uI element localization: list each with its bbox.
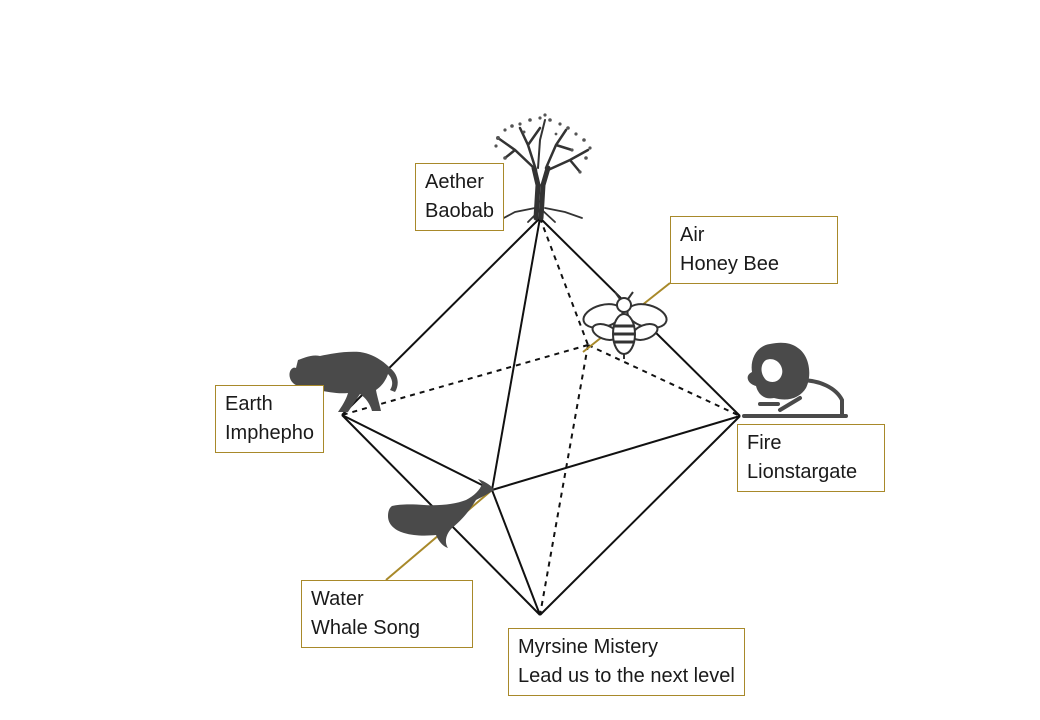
water-label: Water Whale Song [301, 580, 473, 648]
edge-top-back [539, 217, 589, 346]
aether-element-name: Aether [425, 171, 484, 193]
myrsine-title: Myrsine Mistery [518, 636, 659, 658]
edge-fire-front [491, 415, 741, 491]
fire-symbol-name: Lionstargate [747, 461, 858, 483]
hidden-edges [341, 217, 741, 616]
earth-symbol-name: Imphepho [225, 422, 314, 444]
aether-symbol-name: Baobab [425, 200, 494, 222]
air-label: Air Honey Bee [670, 216, 838, 284]
edge-top-front [491, 217, 541, 491]
edge-back-earth [341, 344, 589, 416]
aether-label: Aether Baobab [415, 163, 504, 231]
lion-icon [742, 342, 848, 418]
water-symbol-name: Whale Song [311, 617, 420, 639]
myrsine-subtitle: Lead us to the next level [518, 665, 735, 687]
edge-fire-bottom [539, 415, 741, 616]
air-symbol-name: Honey Bee [680, 253, 779, 275]
fire-element-name: Fire [747, 432, 782, 454]
edge-back-fire [587, 344, 741, 417]
earth-label: Earth Imphepho [215, 385, 324, 453]
edge-front-bottom [491, 489, 541, 616]
earth-element-name: Earth [225, 393, 273, 415]
honey-bee-icon [582, 291, 668, 359]
baobab-tree-icon [494, 113, 592, 223]
water-element-name: Water [311, 588, 364, 610]
edge-earth-front [341, 414, 493, 491]
fire-label: Fire Lionstargate [737, 424, 885, 492]
myrsine-label: Myrsine Mistery Lead us to the next leve… [508, 628, 745, 696]
panther-icon [289, 351, 398, 412]
whale-icon [388, 479, 494, 548]
air-element-name: Air [680, 224, 705, 246]
